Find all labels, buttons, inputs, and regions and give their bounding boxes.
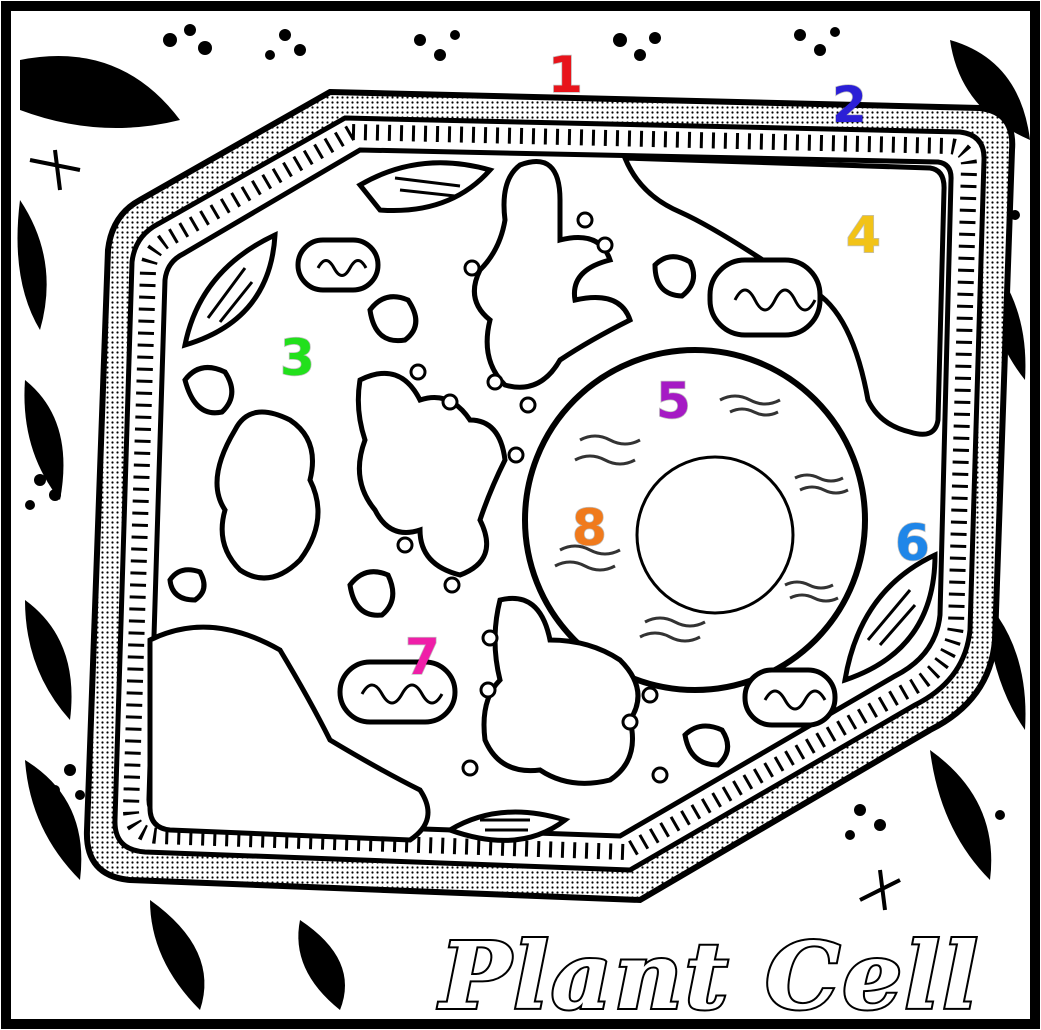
label-3: 3 bbox=[280, 329, 315, 387]
label-2: 2 bbox=[832, 76, 867, 134]
label-1: 1 bbox=[548, 46, 583, 104]
label-7: 7 bbox=[405, 628, 440, 686]
label-6: 6 bbox=[895, 514, 930, 572]
nucleolus bbox=[637, 457, 793, 613]
page-title: Plant Cell bbox=[437, 922, 980, 1030]
label-8: 8 bbox=[572, 499, 607, 557]
label-4: 4 bbox=[846, 206, 881, 264]
label-5: 5 bbox=[656, 372, 691, 430]
